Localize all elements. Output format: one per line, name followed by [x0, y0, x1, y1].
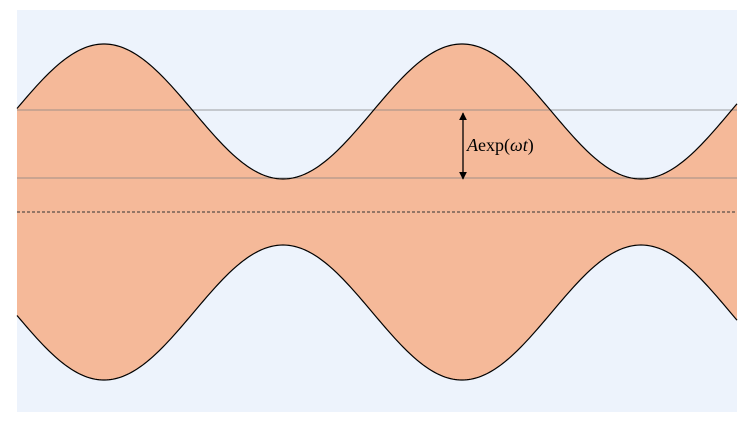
amplitude-label: Aexp(ωt): [466, 135, 534, 156]
lower-wave-boundary: [16, 244, 738, 381]
upper-wave-boundary: [16, 43, 738, 180]
